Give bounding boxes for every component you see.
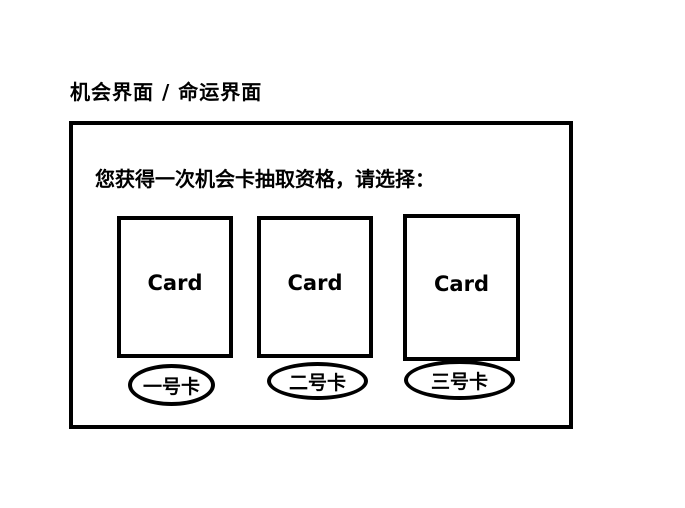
card-3[interactable]: Card — [403, 214, 520, 361]
card-3-label: Card — [434, 271, 489, 296]
card-1-name: 一号卡 — [142, 375, 200, 398]
chance-dialog-frame — [69, 121, 573, 429]
card-3-select-button[interactable]: 三号卡 — [404, 360, 515, 400]
card-1[interactable]: Card — [117, 216, 233, 358]
card-1-select-button[interactable]: 一号卡 — [128, 364, 215, 406]
card-3-name: 三号卡 — [430, 370, 488, 393]
page-title: 机会界面 / 命运界面 — [70, 80, 263, 104]
card-2-name: 二号卡 — [288, 371, 346, 394]
card-2-label: Card — [287, 271, 343, 295]
card-1-label: Card — [147, 271, 203, 295]
card-2-select-button[interactable]: 二号卡 — [267, 362, 368, 400]
dialog-prompt: 您获得一次机会卡抽取资格，请选择： — [95, 167, 435, 191]
card-2[interactable]: Card — [257, 216, 373, 358]
